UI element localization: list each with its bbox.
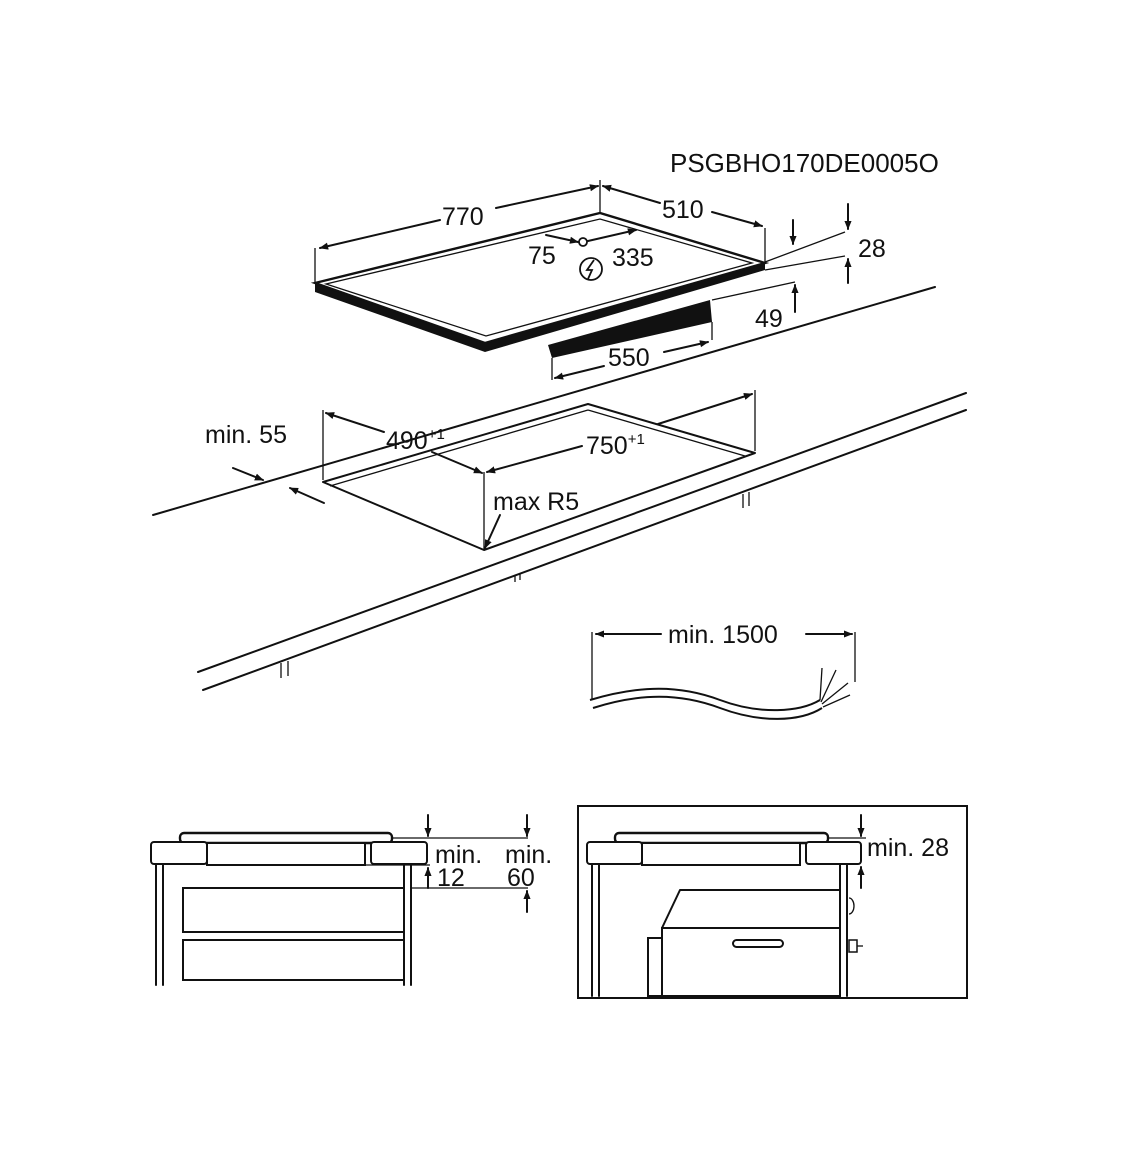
gap-min-28: min. 28 [867,834,949,862]
section-frame [577,805,968,999]
dim-cable-length: min. 1500 [668,621,778,649]
dim-hob-width: 770 [442,203,484,231]
dim-hob-depth: 510 [662,196,704,224]
drawer-top [182,887,405,933]
oven-top [661,889,841,929]
oven-body [661,927,841,997]
cable-drawing: min. 1500 [589,621,856,720]
worktop-drawing: 490+1 750+1 max R5 min. 55 [152,286,967,691]
worktop-bottom-edge [202,409,967,691]
hob-glass-edge [315,263,765,352]
product-code: PSGBHO170DE0005O [670,148,939,178]
hob-body [548,300,712,358]
svg-text:490+1: 490+1 [386,426,445,455]
section-hob-glass [178,831,394,845]
hob-drawing: 770 510 75 335 28 49 550 [310,180,886,380]
worktop-cutout [322,403,756,551]
worktop-back-edge [152,286,936,516]
dim-front-min: min. 55 [205,421,287,449]
gap-value-b: 60 [507,864,535,892]
oven-handle [732,939,784,948]
dim-corner-radius: max R5 [493,488,579,516]
dim-body-width: 550 [608,344,650,372]
dim-cutout-width: 750+1 [586,431,645,460]
section-oven: min. 28 [577,805,968,999]
section-worktop-left [150,841,208,865]
gap-value-a: 12 [437,864,465,892]
drawer-bottom [182,939,405,981]
gap-label-a: min. [435,841,482,869]
dim-cable-offset-y: 335 [612,244,654,272]
cable-entry-point [578,237,588,247]
svg-text:750+1: 750+1 [586,431,645,460]
worktop-front-edge [197,392,967,673]
dim-770-arrow [319,219,441,250]
dim-body-height: 49 [755,305,783,333]
lightning-bolt-icon [579,257,603,281]
hob-glass-top [310,211,770,345]
power-cable [589,687,821,712]
section-worktop-right [370,841,428,865]
hob-glass-inner [323,218,755,337]
section-drawers: min. 12 min. 60 [150,814,552,986]
gap-label-b: min. [505,841,552,869]
dim-hob-thickness: 28 [858,235,886,263]
dim-cutout-depth: 490+1 [386,426,445,455]
dim-cable-offset-x: 75 [528,242,556,270]
dim-510-arrow [602,184,661,204]
